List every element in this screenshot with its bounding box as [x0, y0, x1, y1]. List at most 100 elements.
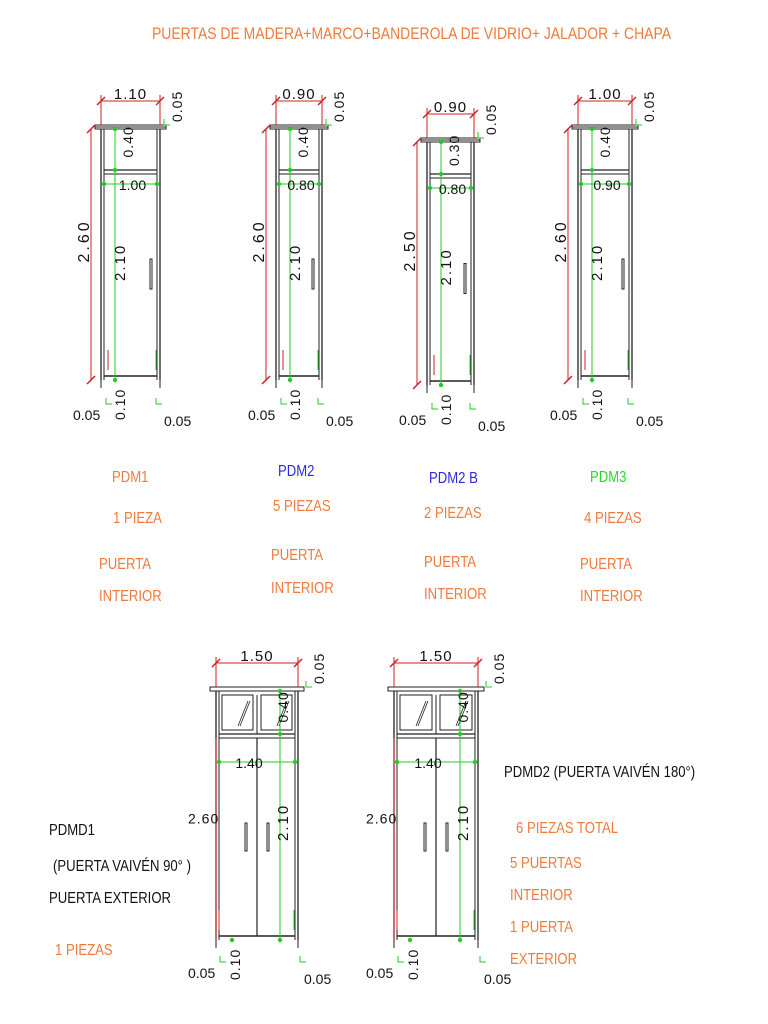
pdmd1-code: PDMD1 — [49, 822, 95, 839]
dim-transom: 0.30 — [446, 135, 462, 166]
dim-bottom: 0.10 — [589, 389, 605, 420]
dim-side-right: 0.05 — [478, 418, 505, 434]
dimension-dot — [112, 126, 118, 132]
door-pieces-pdm2: 5 PIEZAS — [273, 498, 331, 515]
dim-bottom: 0.10 — [112, 389, 128, 420]
dim-leaf-height: 2.10 — [438, 248, 455, 285]
dim-width-total: 1.10 — [114, 86, 147, 103]
door-pieces-pdm1: 1 PIEZA — [113, 510, 162, 527]
dim-leaf-height: 2.10 — [287, 244, 304, 281]
dimension-dot — [438, 171, 444, 177]
dim-transom: 0.40 — [120, 126, 136, 157]
dimension-tick — [211, 658, 221, 668]
door-type2-pdm1: INTERIOR — [99, 588, 162, 605]
dimension-dot — [277, 731, 283, 737]
door-cap — [387, 686, 485, 692]
dim-top: 0.05 — [483, 104, 499, 135]
door-handle — [445, 822, 449, 852]
dim-bottom: 0.10 — [287, 389, 303, 420]
dimension-dot — [292, 759, 298, 765]
door-type1-pdm2: PUERTA — [271, 547, 324, 564]
dimension-dot — [216, 759, 222, 765]
dim-width-total: 1.50 — [419, 648, 452, 665]
door-handle — [621, 258, 625, 290]
dimension-dot — [287, 377, 293, 383]
dim-leaf-height: 2.10 — [589, 244, 606, 281]
leader-mark — [317, 398, 324, 405]
pdmd1-subtitle: (PUERTA VAIVÉN 90° ) — [53, 858, 191, 875]
door-handle — [463, 263, 467, 294]
leader-mark — [163, 119, 170, 126]
dimension-dot — [316, 181, 322, 187]
dim-height-total: 2.60 — [366, 811, 397, 827]
pdmd2-line1: 5 PUERTAS — [510, 855, 582, 872]
dimension-dot — [468, 185, 474, 191]
dimension-dot — [394, 759, 400, 765]
dimension-tick — [155, 96, 165, 106]
dim-height-total: 2.60 — [188, 811, 219, 827]
dim-side-right: 0.05 — [304, 971, 331, 987]
leader-mark — [105, 398, 112, 405]
dimension-dot — [438, 139, 444, 145]
door-type2-pdm2: INTERIOR — [271, 580, 334, 597]
dimension-tick — [469, 109, 479, 119]
dimension-dot — [438, 382, 444, 388]
dimension-tick — [86, 124, 96, 134]
dim-leaf-height: 2.10 — [275, 804, 292, 841]
dim-leaf-width: 0.80 — [439, 181, 466, 197]
leader-mark — [431, 403, 438, 410]
dimension-dot — [277, 937, 283, 943]
leader-mark — [299, 956, 306, 963]
door-code-pdm2: PDM2 — [278, 463, 315, 480]
pdmd2-line3: 1 PUERTA — [510, 919, 573, 936]
dim-leaf-width: 1.40 — [414, 755, 441, 771]
dim-side-left: 0.05 — [550, 407, 577, 423]
door-pieces-pdm3: 4 PIEZAS — [584, 510, 642, 527]
dimension-tick — [96, 96, 106, 106]
door-handle — [423, 822, 427, 852]
dim-leaf-width: 1.40 — [235, 755, 262, 771]
dim-leaf-height: 2.10 — [455, 804, 472, 841]
dim-bottom: 0.10 — [227, 949, 243, 980]
glass-panel — [221, 694, 254, 731]
dim-width-total: 0.90 — [282, 86, 315, 103]
dimension-tick — [473, 658, 483, 668]
glass-hatch — [415, 700, 427, 727]
dimension-tick — [563, 375, 573, 385]
dimension-tick — [563, 124, 573, 134]
dim-height-total: 2.60 — [251, 219, 268, 262]
door-code-pdm3: PDM3 — [590, 469, 627, 486]
dimension-tick — [86, 375, 96, 385]
dim-top: 0.05 — [641, 91, 657, 122]
dim-top: 0.05 — [311, 653, 327, 684]
dimension-tick — [317, 96, 327, 106]
glass-panel — [439, 694, 473, 731]
glass-hatch — [239, 700, 251, 727]
leader-mark — [635, 119, 642, 126]
dimension-dot — [457, 688, 463, 694]
dimension-dot — [457, 937, 463, 943]
glass-hatch — [237, 700, 249, 727]
leader-mark — [325, 119, 332, 126]
dimension-dot — [154, 181, 160, 187]
dim-side-right: 0.05 — [326, 413, 353, 429]
leader-mark — [627, 398, 634, 405]
door-handle — [266, 822, 270, 852]
dim-side-right: 0.05 — [164, 413, 191, 429]
dimension-dot — [472, 759, 478, 765]
door-code-pdm2b: PDM2 B — [429, 470, 478, 487]
sheet-title: PUERTAS DE MADERA+MARCO+BANDEROLA DE VID… — [152, 24, 672, 43]
glass-panel — [260, 694, 293, 731]
dimension-dot — [578, 181, 584, 187]
door-handle — [244, 822, 248, 852]
pdmd1-type: PUERTA EXTERIOR — [49, 890, 172, 907]
dim-bottom: 0.10 — [405, 949, 421, 980]
glass-hatch — [278, 700, 290, 727]
dimension-tick — [412, 380, 422, 390]
door-handle — [149, 258, 153, 290]
glass-panel — [399, 694, 433, 731]
dimension-tick — [412, 137, 422, 147]
pdmd1-pieces: 1 PIEZAS — [55, 942, 113, 959]
dimension-tick — [293, 658, 303, 668]
